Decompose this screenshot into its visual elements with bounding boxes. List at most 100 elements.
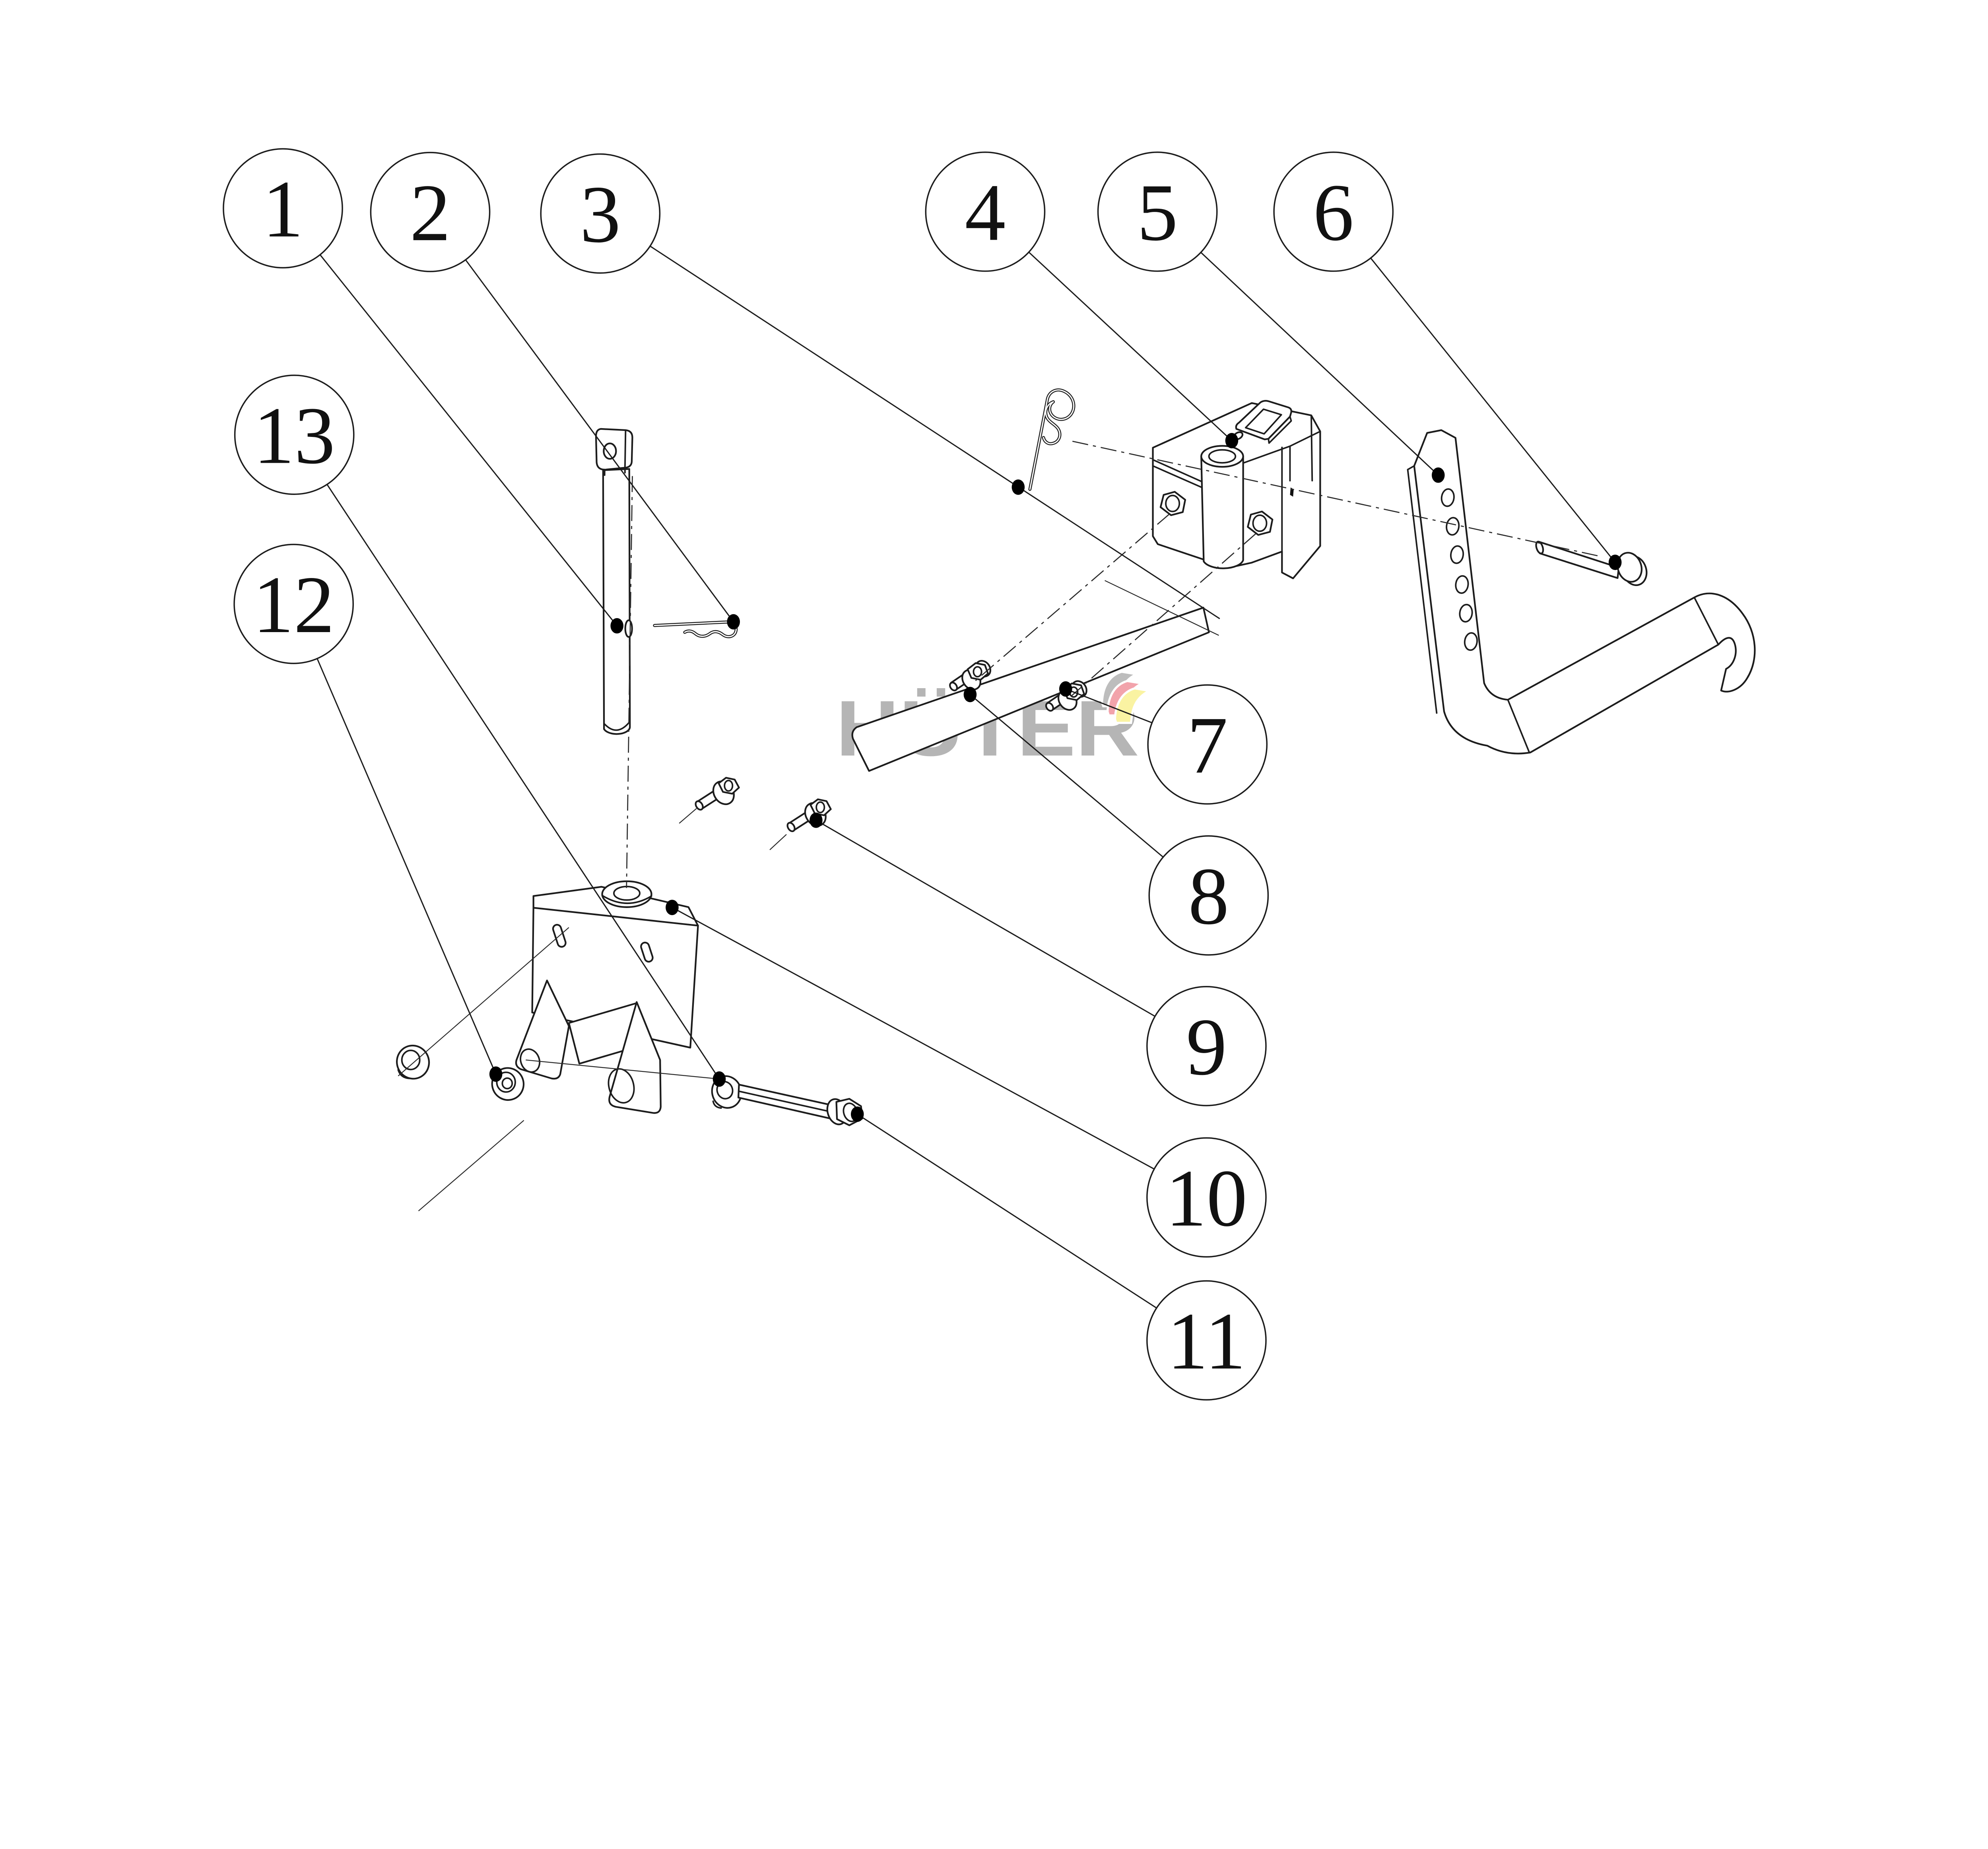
leader-line-7 [1065, 688, 1152, 724]
flange-bolt-left-tip [949, 681, 958, 691]
welded-nut-2 [1247, 510, 1274, 536]
adjust-hole-5 [1459, 603, 1473, 623]
leader-line-4 [1028, 252, 1233, 441]
welded-nut-1-bore [1165, 495, 1180, 512]
plain-nut-bore [401, 1050, 421, 1071]
clevis-pin-head-edge [604, 429, 627, 476]
pivot-tube [1200, 455, 1244, 569]
callout-number-3: 3 [580, 169, 621, 260]
callout-circle-3 [540, 153, 661, 274]
leader-line-6 [1370, 258, 1616, 563]
small-bolt-b-tip [786, 822, 796, 832]
small-bolt-a-tip [695, 800, 704, 811]
callout-circle-8 [1148, 835, 1269, 956]
small-bolt-a-hex [718, 777, 740, 795]
pivot-tube-top [1200, 445, 1244, 468]
callout-number-12: 12 [253, 560, 334, 650]
welded-nut-1 [1159, 491, 1186, 516]
leader-dot-washer-spacer [712, 1071, 726, 1087]
leader-dot-flange-bolt-nut-left [963, 687, 977, 702]
hook-bar-side-edge [1407, 465, 1438, 714]
pin-axis-phantom-line [1072, 440, 1601, 557]
flange-nut-hex [496, 1071, 516, 1093]
clevis-pin-shaft [602, 468, 631, 735]
callout-circle-4 [925, 151, 1046, 272]
lower-bracket-boss-depth [601, 894, 652, 904]
hitch-bracket-arm [851, 607, 1210, 772]
r-clip-wire-core [1029, 389, 1075, 490]
leader-line-1 [319, 254, 617, 627]
long-flange-bolt [737, 1084, 863, 1126]
lower-bracket-slot-2 [640, 941, 654, 963]
callout-circle-5 [1097, 151, 1218, 272]
callout-number-6: 6 [1313, 167, 1354, 258]
adjust-hole-2 [1446, 517, 1460, 536]
callout-number-1: 1 [262, 164, 303, 254]
pan-head-bolt-tip [1535, 541, 1544, 555]
leader-dot-lower-bracket [666, 900, 679, 915]
leader-line-10 [672, 907, 1155, 1170]
callout-circle-10 [1146, 1137, 1267, 1258]
flange-nut-bore [501, 1077, 513, 1090]
lower-bracket [515, 880, 699, 1114]
leader-dot-hook-bar [1431, 467, 1445, 483]
small-bolt-a-axis-1 [679, 808, 697, 824]
callout-number-4: 4 [965, 167, 1006, 258]
leader-line-9 [815, 819, 1155, 1017]
hitch-bracket-edges [1152, 414, 1321, 553]
leader-dot-hairpin-cotter-pin [727, 614, 740, 630]
leader-dot-clevis-pin [610, 618, 623, 634]
callout-number-11: 11 [1167, 1296, 1246, 1386]
r-clip-pin [1028, 388, 1076, 491]
flange-bolt-left-hex [967, 662, 989, 681]
small-bolt-a-bore [724, 780, 734, 792]
leader-line-3 [650, 245, 1220, 619]
square-socket-inner [1244, 408, 1292, 444]
clevis-pin-cross-hole [624, 619, 633, 638]
callout-circle-6 [1273, 151, 1394, 272]
diagram-page: HÜTER [223, 148, 1756, 1401]
small-bolt-b-axis-1 [769, 834, 787, 850]
leader-line-13 [326, 484, 720, 1080]
callout-number-9: 9 [1186, 1002, 1227, 1092]
lower-bracket-right-gusset [608, 1001, 662, 1114]
callout-circle-13 [234, 374, 355, 495]
callout-number-5: 5 [1137, 167, 1178, 258]
bolt-right-axis-line [1070, 533, 1256, 697]
lower-bracket-left-gusset [515, 980, 570, 1080]
callout-circle-11 [1146, 1280, 1267, 1401]
plain-nut-depth [397, 1069, 410, 1079]
small-bolt-b-bore [815, 801, 825, 813]
lower-bracket-front-face [531, 907, 699, 1049]
callout-number-7: 7 [1187, 700, 1228, 790]
clevis-pin-head-hole [603, 442, 617, 460]
callout-circle-9 [1146, 986, 1267, 1106]
adjust-hole-3 [1450, 545, 1464, 564]
callout-circle-12 [233, 543, 354, 664]
hitch-bracket [1152, 400, 1321, 579]
pan-head-bolt [1535, 541, 1648, 586]
leader-line-5 [1200, 252, 1439, 476]
leader-line-8 [969, 694, 1164, 858]
bracket-axis-line [1105, 580, 1219, 636]
callout-number-2: 2 [410, 168, 451, 258]
clevis-pin-axis-line [626, 476, 633, 888]
callout-circle-2 [370, 151, 491, 272]
parts-layer [396, 388, 1756, 1126]
callout-circle-1 [223, 148, 343, 269]
adjust-hole-1 [1441, 488, 1455, 507]
hook-bend-seams [1507, 596, 1719, 754]
leader-layer [316, 245, 1622, 1309]
leader-dot-flange-bolt-nut-right [1059, 681, 1072, 697]
pivot-tube-bore [1208, 449, 1237, 464]
small-bolt-a-axis-2 [398, 927, 569, 1077]
leader-line-11 [857, 1114, 1157, 1309]
callout-number-13: 13 [254, 390, 335, 481]
left-gusset-hole [520, 1048, 541, 1073]
welded-nut-2-bore [1252, 514, 1268, 532]
bolt-left-axis-line [974, 513, 1170, 682]
leader-dot-small-flange-bolt [810, 812, 823, 828]
flange-bolt-nut-left [949, 660, 992, 691]
leader-dot-hitch-bracket [1225, 433, 1239, 448]
